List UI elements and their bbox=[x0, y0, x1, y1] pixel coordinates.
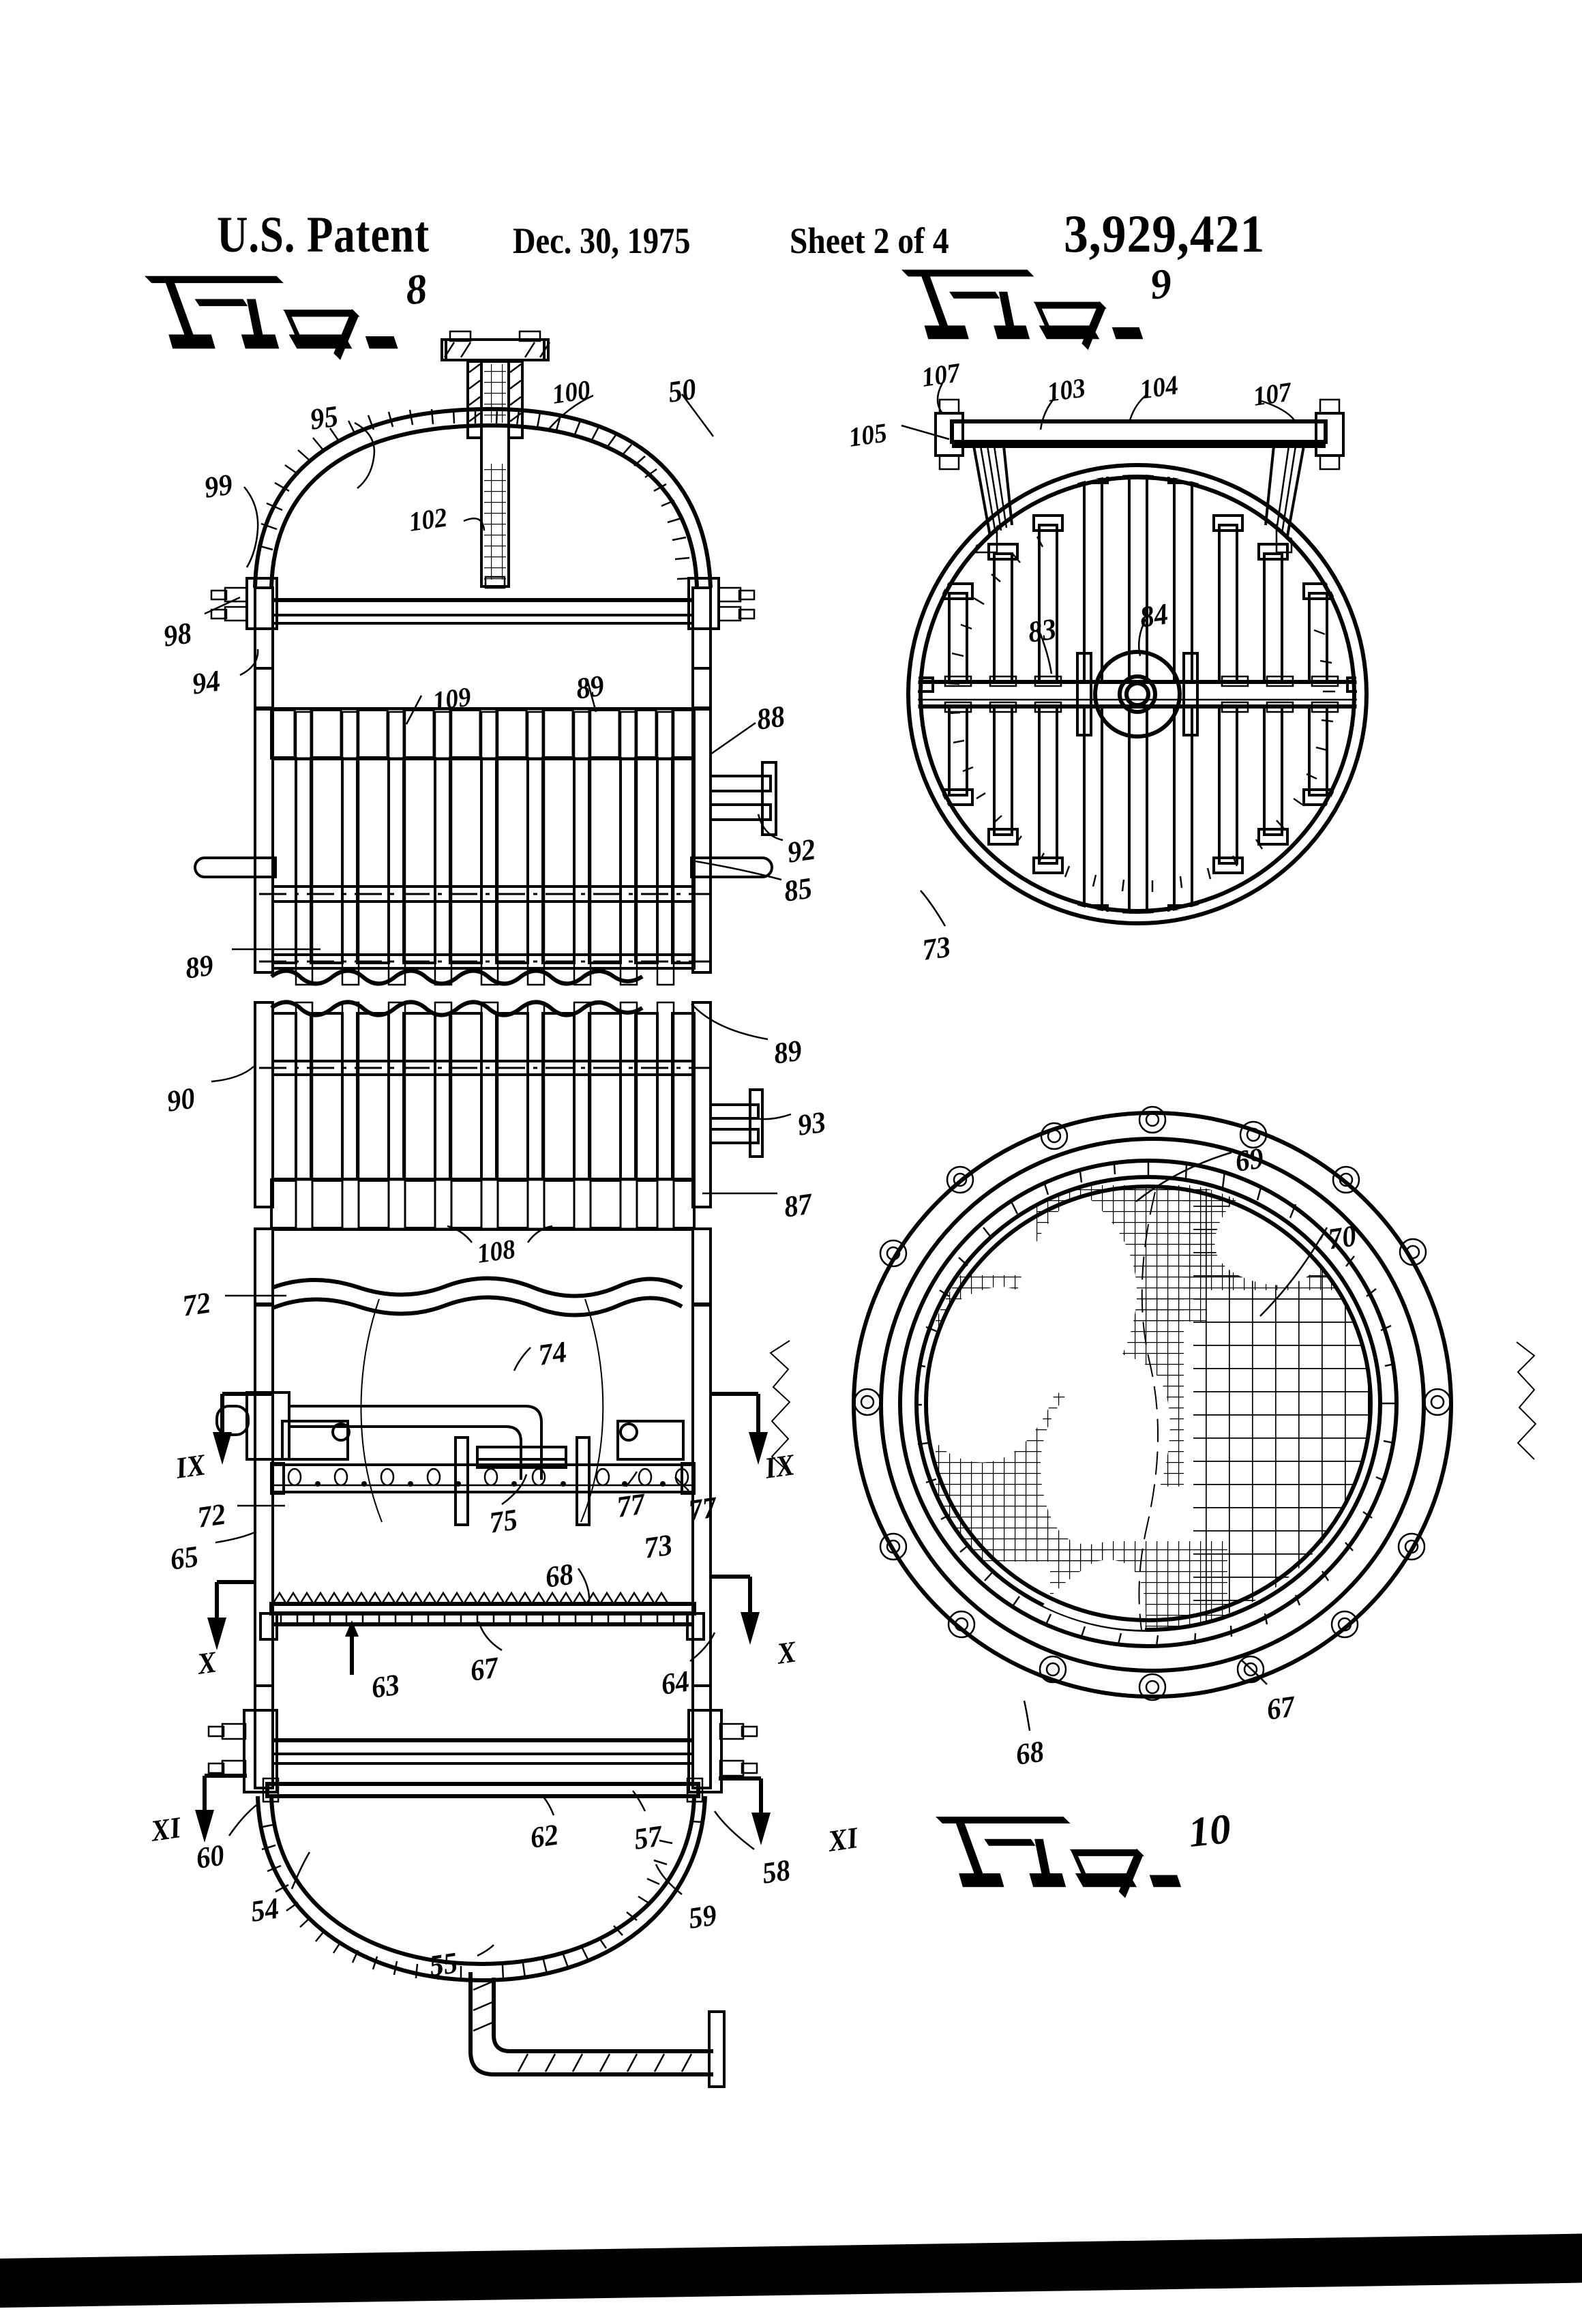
callout-55: 55 bbox=[427, 1946, 460, 1983]
callout-60: 60 bbox=[194, 1838, 226, 1875]
callout-73: 73 bbox=[642, 1528, 674, 1565]
callout-104: 104 bbox=[1137, 369, 1180, 405]
fig8-screen-plate-67-68 bbox=[207, 1575, 760, 1675]
callout-100: 100 bbox=[550, 374, 593, 410]
figure-10-drawing bbox=[769, 1105, 1537, 1701]
fig8-bottom-assembly bbox=[195, 1684, 771, 2088]
callout-54: 54 bbox=[248, 1891, 281, 1928]
callout-67: 67 bbox=[468, 1650, 501, 1688]
patent-date: Dec. 30, 1975 bbox=[513, 220, 691, 261]
callout-107: 107 bbox=[1251, 376, 1294, 412]
callout-68: 68 bbox=[1013, 1734, 1046, 1772]
patent-number: 3,929,421 bbox=[1064, 204, 1266, 263]
callout-70: 70 bbox=[1326, 1219, 1358, 1256]
figure-caption-glyphs bbox=[936, 1816, 1182, 1898]
figure-9-drawing bbox=[906, 398, 1369, 925]
callout-67: 67 bbox=[1264, 1689, 1297, 1727]
fig8-distributor-section bbox=[213, 1298, 768, 1687]
callout-59: 59 bbox=[686, 1898, 719, 1935]
callout-103: 103 bbox=[1045, 372, 1088, 408]
callout-98: 98 bbox=[161, 616, 194, 653]
sheet-number: Sheet 2 of 4 bbox=[790, 220, 949, 261]
patent-office-title: U.S. Patent bbox=[217, 207, 430, 263]
fig8-lower-tube-bundle-90 bbox=[254, 1000, 764, 1231]
figure-caption-glyphs bbox=[901, 269, 1144, 351]
callout-94: 94 bbox=[190, 664, 222, 701]
callout-109: 109 bbox=[430, 681, 473, 717]
callout-68: 68 bbox=[543, 1557, 576, 1594]
figure-8-drawing bbox=[194, 330, 777, 2088]
callout-102: 102 bbox=[406, 501, 449, 537]
callout-69: 69 bbox=[1233, 1141, 1266, 1178]
callout-108: 108 bbox=[475, 1233, 518, 1269]
callout-83: 83 bbox=[1026, 612, 1058, 649]
callout-XI: XI bbox=[149, 1811, 183, 1848]
callout-92: 92 bbox=[785, 832, 818, 869]
callout-72: 72 bbox=[180, 1285, 213, 1323]
callout-57: 57 bbox=[631, 1819, 664, 1856]
callout-IX: IX bbox=[173, 1448, 208, 1485]
fig8-side-nozzle-92 bbox=[709, 761, 777, 836]
callout-93: 93 bbox=[795, 1105, 828, 1142]
figure-9-caption: 9 bbox=[900, 254, 1204, 360]
callout-62: 62 bbox=[528, 1817, 561, 1855]
callout-105: 105 bbox=[846, 417, 889, 453]
callout-77: 77 bbox=[686, 1490, 719, 1528]
callout-89: 89 bbox=[183, 948, 215, 985]
fig9-vessel-section bbox=[906, 463, 1369, 925]
figure-number: 10 bbox=[1186, 1806, 1234, 1857]
callout-88: 88 bbox=[754, 699, 787, 736]
callout-63: 63 bbox=[369, 1667, 402, 1705]
sheet-header: U.S. Patent Dec. 30, 1975 Sheet 2 of 4 3… bbox=[0, 102, 1582, 263]
callout-72: 72 bbox=[195, 1497, 228, 1534]
callout-84: 84 bbox=[1137, 597, 1170, 634]
callout-65: 65 bbox=[168, 1539, 200, 1577]
figure-8-caption: 8 bbox=[143, 259, 462, 371]
callout-IX: IX bbox=[762, 1448, 797, 1485]
fig8-top-nozzle-100 bbox=[441, 330, 551, 589]
callout-85: 85 bbox=[781, 871, 814, 908]
fig9-flange-104 bbox=[934, 398, 1345, 537]
fig8-upper-tube-bundle-89 bbox=[194, 708, 773, 986]
callout-99: 99 bbox=[202, 467, 235, 505]
callout-74: 74 bbox=[536, 1335, 569, 1372]
callout-64: 64 bbox=[659, 1664, 691, 1701]
fig8-upper-tubesheet-109 bbox=[270, 707, 696, 760]
figure-10-caption: 10 bbox=[934, 1800, 1244, 1909]
callout-90: 90 bbox=[164, 1081, 197, 1118]
fig8-upper-shell bbox=[210, 577, 756, 709]
callout-107: 107 bbox=[919, 357, 962, 393]
figure-caption-glyphs bbox=[145, 275, 398, 360]
callout-89: 89 bbox=[573, 668, 606, 706]
callout-73: 73 bbox=[920, 929, 953, 967]
callout-77: 77 bbox=[614, 1487, 647, 1524]
fig8-leader-lines bbox=[204, 393, 792, 1957]
callout-58: 58 bbox=[760, 1853, 792, 1890]
callout-89: 89 bbox=[771, 1033, 804, 1071]
callout-87: 87 bbox=[781, 1187, 814, 1224]
callout-50: 50 bbox=[666, 372, 698, 409]
fig9-fig10-leader-lines bbox=[901, 383, 1324, 1731]
callout-75: 75 bbox=[487, 1502, 520, 1540]
callout-95: 95 bbox=[308, 399, 340, 436]
callout-XI: XI bbox=[826, 1821, 861, 1858]
